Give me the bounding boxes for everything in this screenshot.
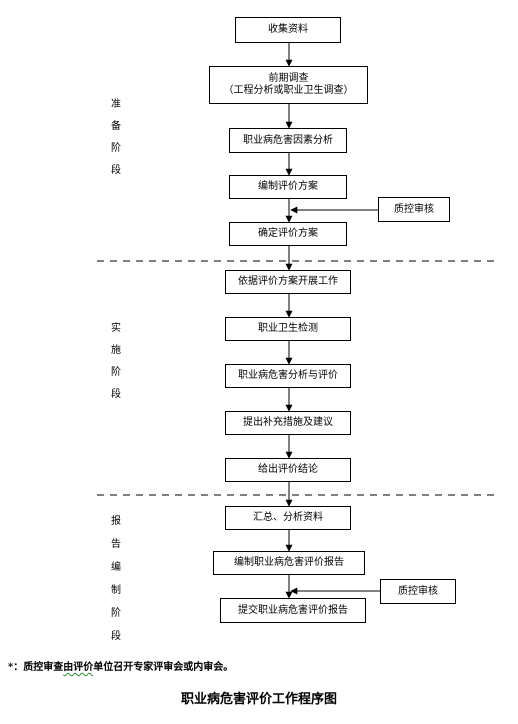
stage-label-implementation: 实 施 阶 段 (111, 323, 121, 400)
diagram-title: 职业病危害评价工作程序图 (180, 692, 337, 707)
step-conclusion: 给出评价结论 (225, 458, 351, 482)
step-confirm-plan: 确定评价方案 (229, 222, 347, 246)
prelim-line-1: 前期调查 (268, 73, 309, 84)
step-summarize-data: 汇总、分析资料 (225, 506, 351, 530)
step-propose-measures: 提出补充措施及建议 (225, 411, 351, 435)
stage-label-preparation: 准 备 阶 段 (111, 99, 121, 176)
step-submit-report: 提交职业病危害评价报告 (220, 598, 366, 623)
step-draft-report: 编制职业病危害评价报告 (213, 551, 365, 575)
qc-review-box-2: 质控审核 (380, 579, 456, 604)
step-collect-data: 收集资料 (235, 17, 341, 43)
step-start-work: 依据评价方案开展工作 (225, 270, 351, 294)
prelim-line-2: （工程分析或职业卫生调查） (223, 85, 354, 96)
footnote: *：质控审查由评价单位召开专家评审会或内审会。 (8, 662, 234, 673)
stage-label-report: 报 告 编 制 阶 段 (111, 516, 121, 642)
step-preliminary-investigation: 前期调查 （工程分析或职业卫生调查） (209, 66, 368, 104)
qc-review-box-1: 质控审核 (378, 197, 450, 222)
step-hazard-factor-analysis: 职业病危害因素分析 (229, 128, 347, 153)
footnote-underlined: 由评价 (63, 662, 94, 673)
step-hazard-analysis-evaluation: 职业病危害分析与评价 (225, 364, 351, 388)
step-compile-plan: 编制评价方案 (229, 175, 347, 199)
step-monitoring: 职业卫生检测 (225, 317, 351, 341)
